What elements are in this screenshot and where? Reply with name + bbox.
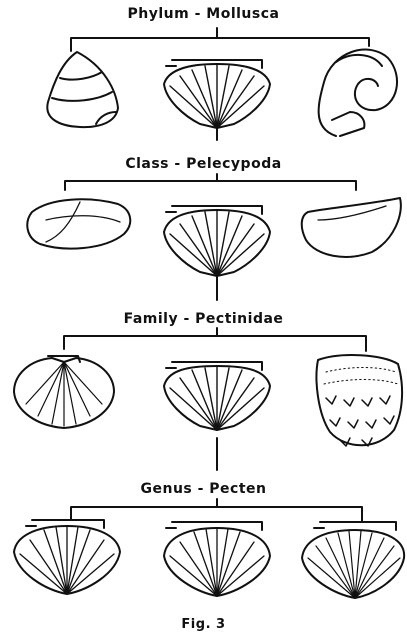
scallop-shell-phylum xyxy=(164,60,270,140)
scallop-shell-genus-center xyxy=(164,522,270,596)
rounded-scallop-drawing xyxy=(14,356,114,428)
ammonite-shell-drawing xyxy=(319,50,397,136)
clam-shell-drawing xyxy=(302,198,401,257)
scallop-shell-class xyxy=(164,206,270,300)
scallop-shell-genus-left xyxy=(14,520,120,594)
bracket-genus xyxy=(71,499,362,522)
scallop-shell-genus-right xyxy=(302,522,404,598)
bracket-phylum xyxy=(71,28,369,51)
scallop-shell-family xyxy=(164,362,270,470)
mussel-shell-drawing xyxy=(27,199,130,248)
spiny-scallop-drawing xyxy=(317,355,403,446)
bracket-family xyxy=(64,328,366,351)
snail-shell-drawing xyxy=(47,52,118,127)
bracket-class xyxy=(65,174,356,190)
